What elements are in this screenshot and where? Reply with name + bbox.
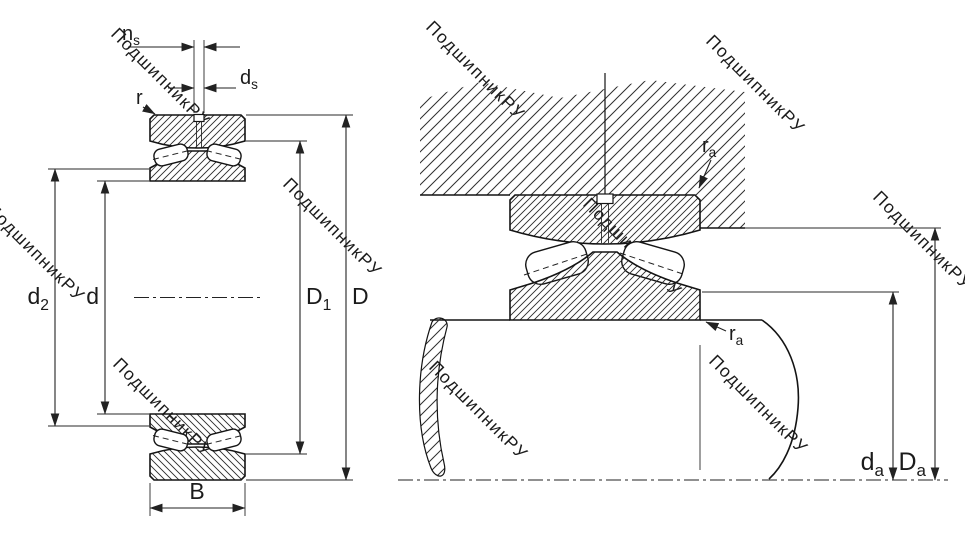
dim-label-D1: D1 [306, 283, 331, 314]
extension-line [48, 168, 149, 427]
cage-line [152, 150, 190, 160]
dim-label-D: D [352, 283, 369, 309]
oil-hole-line [196, 121, 202, 148]
left-dimensions: ns ds r d2 d D1 D [28, 23, 369, 516]
outer-ring-section [149, 114, 246, 149]
bearing-section-bottom [149, 413, 246, 481]
dimension-B: B [149, 478, 246, 516]
right-view-mounted [398, 73, 948, 481]
right-dimensions: ra ra da Da [698, 135, 941, 481]
dim-label-d2: d2 [28, 283, 50, 314]
watermark-text: ПодшипникРУ [869, 187, 965, 294]
dim-label-ds: ds [240, 67, 258, 92]
lubrication-groove [193, 113, 205, 123]
watermark-text: ПодшипникРУ [705, 351, 812, 458]
extension-line [193, 40, 205, 113]
leader-line [142, 103, 156, 115]
oil-hole-line [601, 203, 609, 243]
left-view-cross-section [134, 113, 260, 481]
lubrication-groove [596, 193, 614, 205]
dimension-Da: Da [700, 227, 941, 481]
dimension-r: r [136, 87, 156, 115]
cage-line [523, 252, 591, 276]
dim-label-B: B [189, 478, 204, 504]
outer-ring-section [509, 194, 701, 245]
dimension-ra-shaft: ra [705, 321, 744, 348]
dim-label-da: da [861, 448, 885, 480]
shaft-outline [761, 319, 800, 480]
dim-label-r: r [136, 87, 143, 109]
dimension-d2: d2 [28, 168, 149, 427]
cage-line [205, 150, 243, 160]
dimension-ds: ds [168, 67, 258, 93]
dimension-da: da [702, 291, 899, 481]
dimension-ns: ns [122, 23, 240, 113]
dimension-ra-housing: ra [698, 135, 717, 189]
leader-line [698, 159, 712, 189]
dim-label-Da: Da [898, 448, 926, 480]
housing-section [420, 80, 745, 228]
shaft-shoulder-section [418, 317, 448, 477]
dim-label-ns: ns [122, 23, 140, 48]
bearing-section-top [149, 114, 246, 182]
inner-ring-section [509, 251, 701, 321]
dim-label-ra-housing: ra [702, 135, 717, 160]
dim-label-d: d [86, 283, 99, 309]
dimension-D1: D1 [246, 140, 331, 455]
watermark-text: ПодшипникРУ [0, 199, 89, 306]
dim-label-ra-shaft: ra [729, 323, 744, 348]
dimension-D: D [246, 114, 369, 481]
extension-line [246, 114, 353, 481]
dimension-d: d [86, 180, 149, 415]
cage-line [619, 252, 687, 276]
watermark-text: ПодшипникРУ [279, 174, 386, 281]
leader-line [705, 321, 727, 332]
